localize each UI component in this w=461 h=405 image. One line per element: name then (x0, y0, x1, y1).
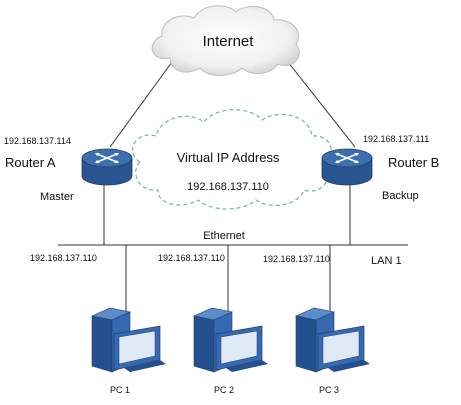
ethernet-label: Ethernet (203, 230, 245, 242)
pc3-gateway-ip: 192.168.137.110 (263, 254, 330, 264)
pc-1-computer-icon (91, 307, 166, 373)
internet-cloud: Internet (151, 5, 300, 76)
pc-2-computer-icon (193, 307, 268, 373)
pc-3-label: PC 3 (319, 385, 339, 395)
router-b-ip: 192.168.137.111 (363, 134, 429, 144)
pc-2: PC 2 (193, 307, 268, 395)
lan-label: LAN 1 (371, 255, 402, 267)
router-b-arrows-icon (336, 153, 358, 163)
pc-2-label: PC 2 (214, 385, 234, 395)
router-b-role: Backup (382, 190, 419, 202)
pc-3-computer-icon (295, 307, 370, 373)
router-b (321, 148, 373, 186)
router-b-label: Router B (388, 155, 439, 170)
link-internet-router-b (287, 61, 356, 148)
router-a-role: Master (40, 191, 74, 203)
pc2-gateway-ip: 192.168.137.110 (158, 253, 225, 263)
link-internet-router-a (109, 61, 173, 148)
router-a (81, 148, 133, 186)
pc-1-label: PC 1 (110, 385, 130, 395)
internet-label: Internet (203, 33, 255, 50)
internet-cloud-shape (151, 5, 300, 76)
virtual-ip-cloud-shape (131, 109, 332, 210)
virtual-ip-title: Virtual IP Address (177, 150, 280, 165)
router-a-label: Router A (5, 155, 56, 170)
virtual-ip-cloud: Virtual IP Address 192.168.137.110 (131, 109, 332, 210)
router-a-arrows-icon (96, 153, 118, 163)
virtual-ip-address: 192.168.137.110 (187, 181, 269, 193)
pc1-gateway-ip: 192.168.137.110 (30, 253, 97, 263)
pc-3: PC 3 (295, 307, 370, 395)
links (58, 61, 408, 312)
router-a-ip: 192.168.137.114 (4, 136, 71, 146)
pc-1: PC 1 (91, 307, 166, 395)
